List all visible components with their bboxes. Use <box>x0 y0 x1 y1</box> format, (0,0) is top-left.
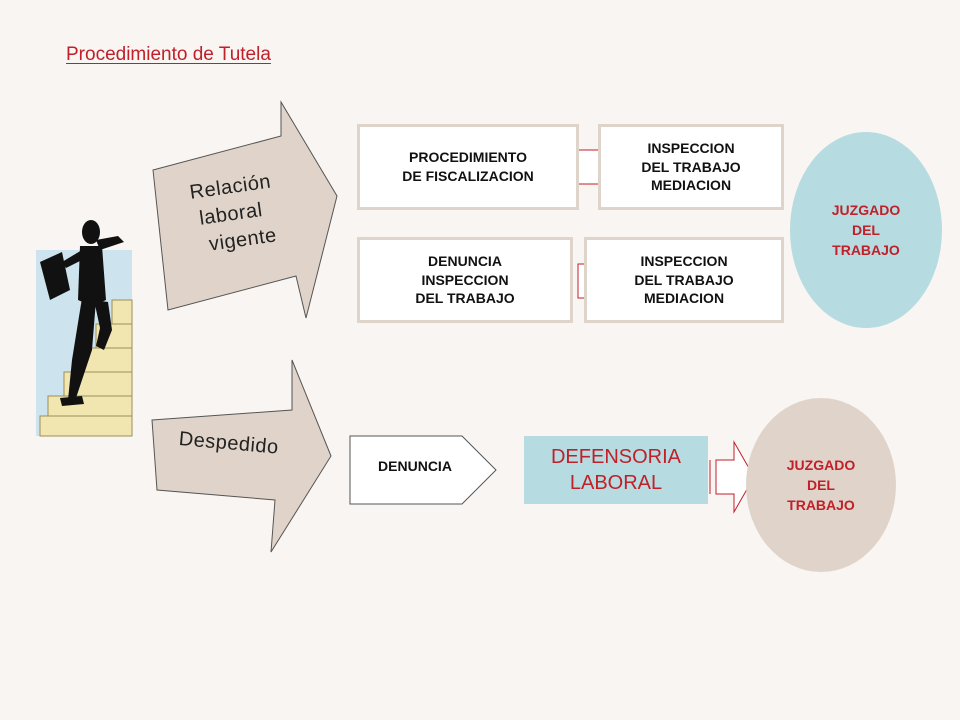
box-line: DEL TRABAJO <box>634 271 734 288</box>
box-line: DENUNCIA <box>428 252 502 269</box>
box-line: PROCEDIMIENTO <box>409 149 527 166</box>
inspeccion-mediacion-box-1: INSPECCION DEL TRABAJO MEDIACION <box>598 124 784 210</box>
box-line: INSPECCION <box>640 252 728 269</box>
denuncia-label: DENUNCIA <box>378 458 452 474</box>
court-line: DEL <box>851 221 880 238</box>
court-line: TRABAJO <box>832 242 900 259</box>
juzgado-trabajo-ellipse-1: JUZGADO DEL TRABAJO <box>790 132 942 328</box>
inspeccion-mediacion-box-2: INSPECCION DEL TRABAJO MEDIACION <box>584 237 784 323</box>
box-line: DEL TRABAJO <box>641 158 741 175</box>
defensoria-line: DEFENSORIA <box>550 446 682 468</box>
relacion-laboral-arrow <box>152 100 338 319</box>
relacion-laboral-label: Relación laboral vigente <box>188 169 280 261</box>
juzgado-trabajo-ellipse-2: JUZGADO DEL TRABAJO <box>746 398 896 572</box>
box-line: DE FISCALIZACION <box>402 168 534 184</box>
box-line: MEDIACION <box>650 177 732 194</box>
box-line: DEL TRABAJO <box>415 290 515 307</box>
court-line: JUZGADO <box>786 456 856 473</box>
stairs-climber-illustration <box>36 220 133 437</box>
despedido-arrow <box>151 359 332 553</box>
box-line: MEDIACION <box>643 290 725 307</box>
denuncia-inspeccion-box: DENUNCIA INSPECCION DEL TRABAJO <box>357 237 573 323</box>
procedimiento-fiscalizacion-box: PROCEDIMIENTO DE FISCALIZACION <box>357 124 579 210</box>
court-line: DEL <box>806 476 835 493</box>
court-line: JUZGADO <box>831 201 901 218</box>
page-title: Procedimiento de Tutela <box>66 44 271 65</box>
defensoria-laboral-box: DEFENSORIA LABORAL <box>524 436 708 504</box>
box-line: INSPECCION <box>421 271 509 288</box>
denuncia-arrow-shape <box>349 435 497 505</box>
court-line: TRABAJO <box>787 497 855 514</box>
box-line: INSPECCION <box>647 139 735 156</box>
defensoria-line: LABORAL <box>569 472 663 494</box>
